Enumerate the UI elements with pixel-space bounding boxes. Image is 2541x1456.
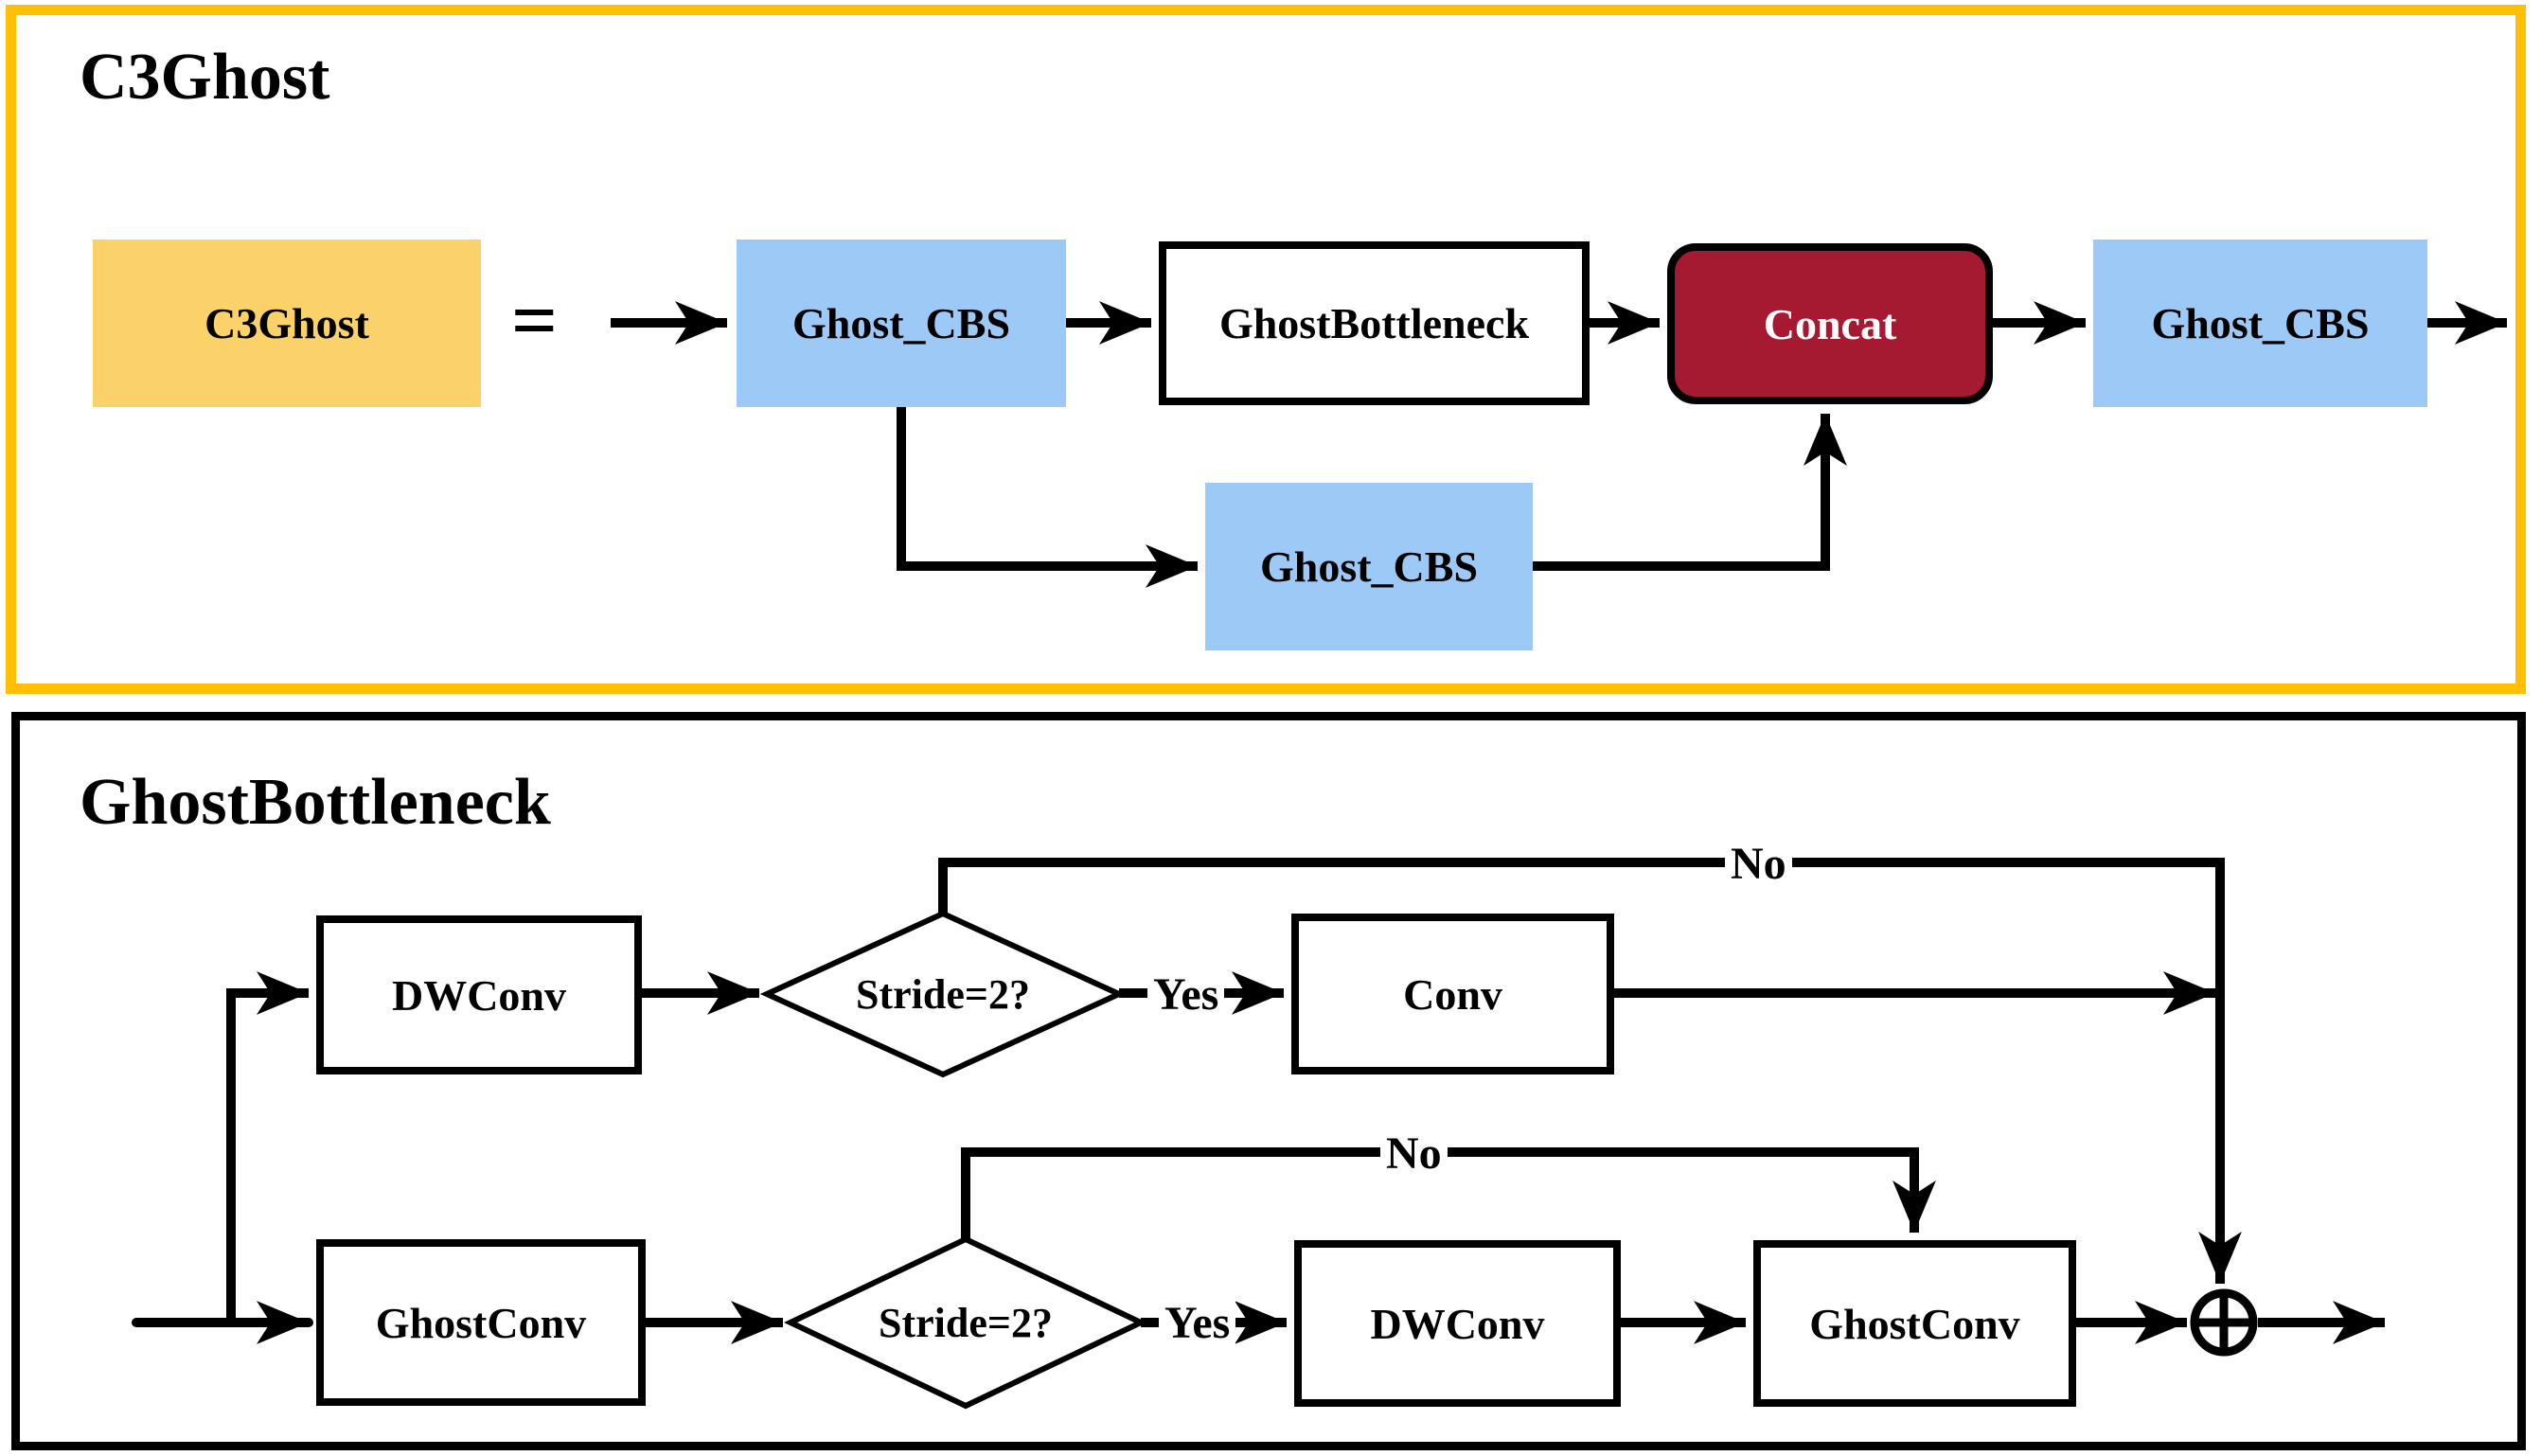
yes-label-upper: Yes [1147, 965, 1225, 1023]
node-concat: Concat [1667, 243, 1993, 404]
node-c3ghost: C3Ghost [93, 240, 481, 407]
input-branch-upper [226, 971, 309, 1323]
lower-ghostcbs-to-concat [1533, 414, 1847, 571]
node-ghostconv-2-label: GhostConv [1809, 1299, 2020, 1348]
node-c3ghost-label: C3Ghost [204, 299, 369, 347]
node-ghostconv-lower-label: GhostConv [375, 1298, 587, 1347]
branch-to-lower-ghostcbs [897, 407, 1198, 588]
decision-diamond-upper [759, 910, 1127, 1078]
node-ghostcbs-1: Ghost_CBS [737, 240, 1066, 407]
node-ghostbottleneck: GhostBottleneck [1159, 241, 1590, 405]
node-dwconv-upper-label: DWConv [391, 970, 567, 1020]
node-ghostconv-2: GhostConv [1753, 1240, 2076, 1407]
c3ghost-panel-title: C3Ghost [80, 41, 330, 114]
node-dwconv-lower-label: DWConv [1370, 1299, 1545, 1348]
node-conv-label: Conv [1403, 969, 1502, 1019]
node-ghostbottleneck-label: GhostBottleneck [1218, 299, 1530, 347]
ghostbottleneck-panel [11, 712, 2526, 1450]
node-dwconv-upper: DWConv [316, 915, 642, 1074]
node-ghostcbs-branch-label: Ghost_CBS [1259, 542, 1479, 591]
c3ghost-wires [611, 301, 2507, 588]
no1-bypass-to-merge [938, 858, 2242, 1284]
node-conv: Conv [1291, 914, 1614, 1074]
node-dwconv-lower: DWConv [1294, 1240, 1621, 1407]
node-ghostcbs-2-label: Ghost_CBS [2151, 299, 2370, 347]
yes-label-lower: Yes [1159, 1293, 1236, 1352]
decision-lower-label: Stride=2? [879, 1299, 1053, 1346]
add-icon [2190, 1288, 2258, 1357]
node-ghostcbs-1-label: Ghost_CBS [791, 299, 1011, 347]
ghostbottleneck-wires [132, 858, 2385, 1344]
no-label-upper: No [1725, 835, 1792, 892]
decision-diamond-lower [784, 1235, 1147, 1410]
node-ghostcbs-branch: Ghost_CBS [1205, 483, 1533, 650]
equals-sign: = [511, 275, 559, 365]
node-ghostconv-lower: GhostConv [316, 1239, 646, 1406]
node-ghostcbs-2: Ghost_CBS [2093, 240, 2427, 407]
decision-upper-label: Stride=2? [856, 970, 1030, 1018]
no-label-lower: No [1380, 1125, 1448, 1181]
node-concat-label: Concat [1763, 299, 1897, 348]
c3ghost-panel [6, 5, 2526, 694]
ghostbottleneck-panel-title: GhostBottleneck [80, 766, 551, 839]
